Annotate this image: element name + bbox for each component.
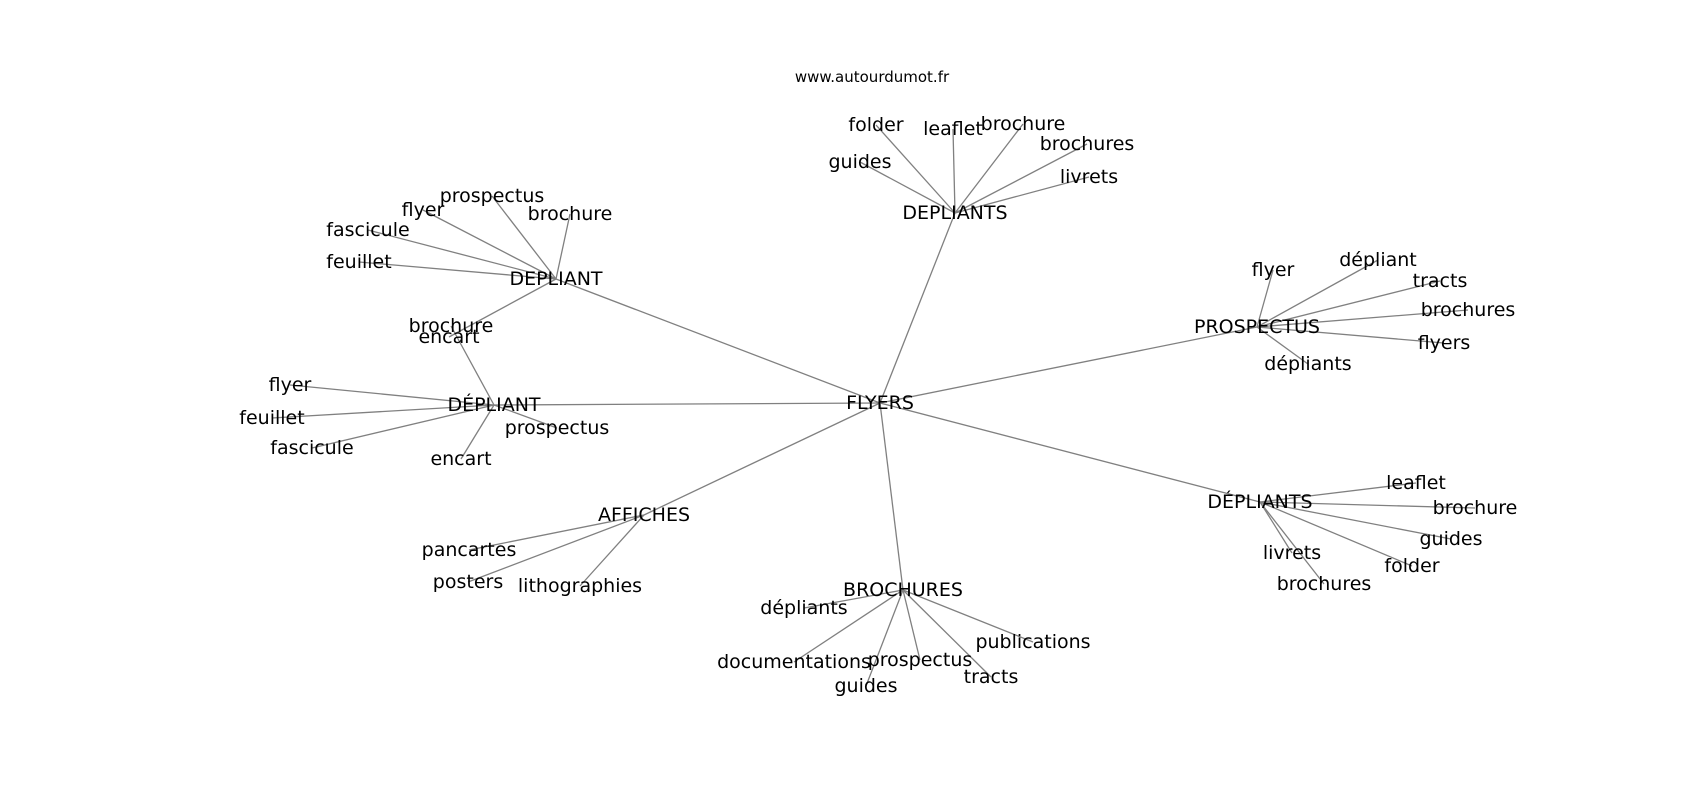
edge-hub-2-leaf-1 bbox=[289, 384, 495, 406]
edge-hub-5-leaf-1 bbox=[467, 514, 645, 583]
leaf-node-label: documentations bbox=[717, 651, 871, 673]
hub-node-label: AFFICHES bbox=[598, 504, 690, 526]
leaf-node-label: leaflet bbox=[1386, 472, 1446, 494]
edge-hub-5-leaf-2 bbox=[579, 514, 645, 587]
leaf-node-label: encart bbox=[430, 448, 491, 470]
edge-hub-2-leaf-0 bbox=[450, 325, 495, 406]
edges-layer bbox=[271, 123, 1476, 687]
edge-hub-0-leaf-5 bbox=[954, 176, 1090, 214]
edge-hub-1-leaf-1 bbox=[422, 209, 557, 280]
edge-hub-2-leaf-2 bbox=[271, 404, 495, 419]
leaf-node-label: tracts bbox=[1413, 270, 1468, 292]
edge-hub-3-leaf-1 bbox=[1256, 259, 1379, 328]
leaf-node-label: publications bbox=[975, 631, 1090, 653]
edge-hub-1-leaf-5 bbox=[448, 278, 557, 338]
leaf-node-label: folder bbox=[848, 114, 903, 136]
leaf-node-label: guides bbox=[1419, 528, 1482, 550]
edge-hub-3-leaf-0 bbox=[1256, 269, 1274, 328]
leaf-node-label: brochures bbox=[1277, 573, 1372, 595]
leaf-node-label: prospectus bbox=[440, 185, 545, 207]
edge-hub-4-leaf-0 bbox=[1259, 482, 1417, 503]
edge-hub-2-leaf-3 bbox=[311, 404, 495, 449]
edge-hub-4-leaf-1 bbox=[1259, 501, 1476, 509]
leaf-node-label: livrets bbox=[1060, 166, 1118, 188]
leaf-node-label: brochure bbox=[981, 113, 1066, 135]
edge-root-hub-1 bbox=[555, 278, 881, 404]
edge-hub-3-leaf-5 bbox=[1256, 326, 1309, 365]
hub-node-label: DEPLIANTS bbox=[902, 202, 1007, 224]
edge-hub-1-leaf-2 bbox=[555, 213, 571, 280]
edge-hub-1-leaf-3 bbox=[367, 229, 557, 280]
edge-hub-3-leaf-2 bbox=[1256, 280, 1441, 328]
root-node-label: FLYERS bbox=[846, 392, 914, 414]
leaf-node-label: fascicule bbox=[326, 219, 409, 241]
edge-hub-4-leaf-2 bbox=[1259, 501, 1452, 540]
hub-node-label: DÉPLIANT bbox=[447, 393, 540, 416]
edge-hub-6-leaf-0 bbox=[803, 589, 904, 609]
edge-hub-6-leaf-4 bbox=[902, 589, 992, 678]
leaf-node-label: brochures bbox=[1421, 299, 1516, 321]
edge-hub-0-leaf-2 bbox=[954, 123, 1024, 214]
edge-hub-0-leaf-0 bbox=[875, 124, 956, 214]
leaf-node-label: guides bbox=[828, 151, 891, 173]
edge-hub-3-leaf-4 bbox=[1256, 326, 1445, 344]
leaf-node-label: prospectus bbox=[505, 417, 610, 439]
leaf-node-label: posters bbox=[433, 571, 503, 593]
edge-root-hub-6 bbox=[879, 402, 904, 591]
leaf-node-label: brochure bbox=[1433, 497, 1518, 519]
edge-hub-4-leaf-3 bbox=[1259, 501, 1413, 567]
edge-hub-1-leaf-4 bbox=[358, 261, 557, 280]
leaf-node-label: brochure bbox=[528, 203, 613, 225]
leaf-node-label: pancartes bbox=[422, 539, 517, 561]
leaf-node-label: dépliant bbox=[1339, 249, 1417, 271]
edge-hub-0-leaf-3 bbox=[954, 143, 1088, 214]
edge-hub-4-leaf-4 bbox=[1259, 501, 1293, 554]
edge-hub-6-leaf-3 bbox=[865, 589, 904, 687]
leaf-node-label: feuillet bbox=[239, 407, 304, 429]
hub-node-label: BROCHURES bbox=[843, 579, 963, 601]
edge-hub-0-leaf-4 bbox=[859, 161, 956, 214]
edge-hub-2-leaf-4 bbox=[493, 404, 558, 429]
leaf-node-label: flyer bbox=[402, 199, 445, 221]
leaf-node-label: flyers bbox=[1418, 332, 1471, 354]
leaf-node-label: livrets bbox=[1263, 542, 1321, 564]
edge-hub-6-leaf-5 bbox=[902, 589, 1034, 643]
leaf-node-label: brochures bbox=[1040, 133, 1135, 155]
leaf-node-label: folder bbox=[1384, 555, 1439, 577]
edge-hub-5-leaf-0 bbox=[468, 514, 645, 551]
edge-root-hub-2 bbox=[493, 402, 881, 406]
hub-node-label: DÉPLIANTS bbox=[1207, 490, 1312, 513]
leaf-node-label: prospectus bbox=[868, 649, 973, 671]
leaf-node-label: dépliants bbox=[760, 597, 847, 619]
graph-title: www.autourdumot.fr bbox=[795, 68, 950, 86]
hub-node-label: DEPLIANT bbox=[509, 268, 602, 290]
leaf-node-label: fascicule bbox=[270, 437, 353, 459]
leaf-node-label: flyer bbox=[269, 374, 312, 396]
leaf-node-label: feuillet bbox=[326, 251, 391, 273]
edge-root-hub-3 bbox=[879, 326, 1258, 404]
edge-hub-6-leaf-2 bbox=[902, 589, 921, 661]
leaf-node-label: brochure bbox=[409, 315, 494, 337]
leaf-node-label: flyer bbox=[1252, 259, 1295, 281]
leaf-node-label: dépliants bbox=[1264, 353, 1351, 375]
edge-hub-0-leaf-1 bbox=[952, 128, 956, 214]
leaf-node-label: guides bbox=[834, 675, 897, 697]
leaf-node-label: encart bbox=[418, 326, 479, 348]
leaf-node-label: lithographies bbox=[518, 575, 642, 597]
leaf-node-label: leaflet bbox=[923, 118, 983, 140]
edge-root-hub-5 bbox=[643, 402, 881, 516]
leaf-node-label: tracts bbox=[964, 666, 1019, 688]
edge-root-hub-4 bbox=[879, 402, 1261, 503]
edge-hub-2-leaf-5 bbox=[460, 404, 495, 460]
edge-hub-6-leaf-1 bbox=[793, 589, 904, 663]
edge-hub-4-leaf-5 bbox=[1259, 501, 1325, 585]
hub-node-label: PROSPECTUS bbox=[1194, 316, 1320, 338]
edge-hub-3-leaf-3 bbox=[1256, 309, 1469, 328]
edge-root-hub-0 bbox=[879, 212, 956, 404]
edge-hub-1-leaf-0 bbox=[491, 195, 557, 280]
